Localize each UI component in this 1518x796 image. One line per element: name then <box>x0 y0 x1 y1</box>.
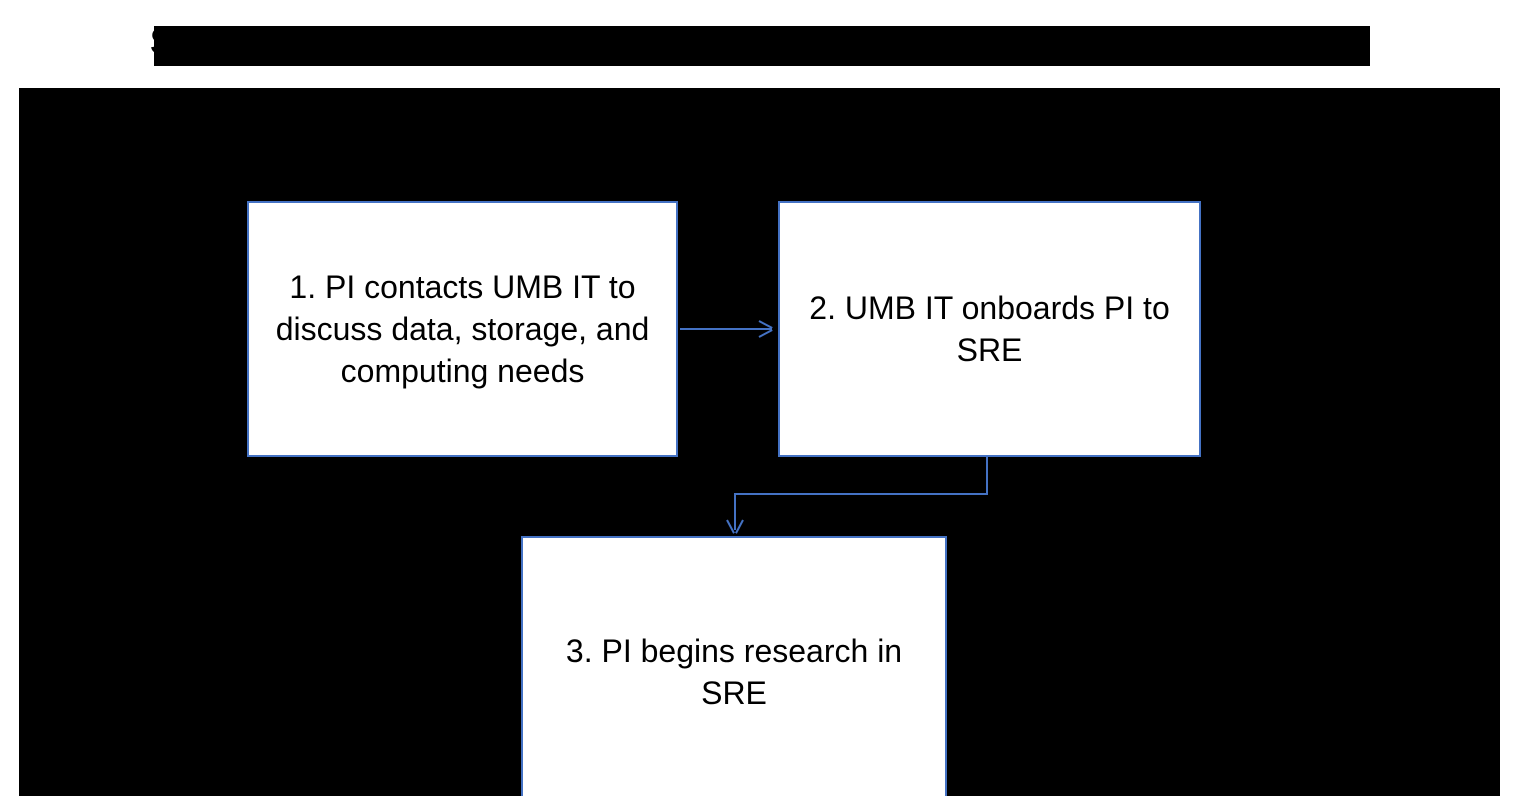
arrowhead-down-icon <box>726 519 744 536</box>
flow-node-step-2[interactable]: 2. UMB IT onboards PI to SRE <box>778 201 1201 457</box>
flow-node-step-1[interactable]: 1. PI contacts UMB IT to discuss data, s… <box>247 201 678 457</box>
connector-segment-horizontal <box>734 493 988 495</box>
flow-node-step-3[interactable]: 3. PI begins research in SRE <box>521 536 947 796</box>
title-area: SRE Workflow for Principal Investigators… <box>0 0 1518 88</box>
title-redaction-overlay <box>154 26 1370 66</box>
flow-node-label: 2. UMB IT onboards PI to SRE <box>809 290 1170 368</box>
diagram-canvas: 1. PI contacts UMB IT to discuss data, s… <box>19 88 1500 796</box>
arrowhead-right-icon <box>758 320 775 338</box>
connector-segment-vertical-from-node2 <box>986 457 988 494</box>
flow-node-label: 3. PI begins research in SRE <box>565 633 903 711</box>
connector-segment-vertical-to-node3 <box>734 493 736 530</box>
connector-segment-horizontal <box>680 328 772 330</box>
flow-node-label: 1. PI contacts UMB IT to discuss data, s… <box>275 269 650 389</box>
